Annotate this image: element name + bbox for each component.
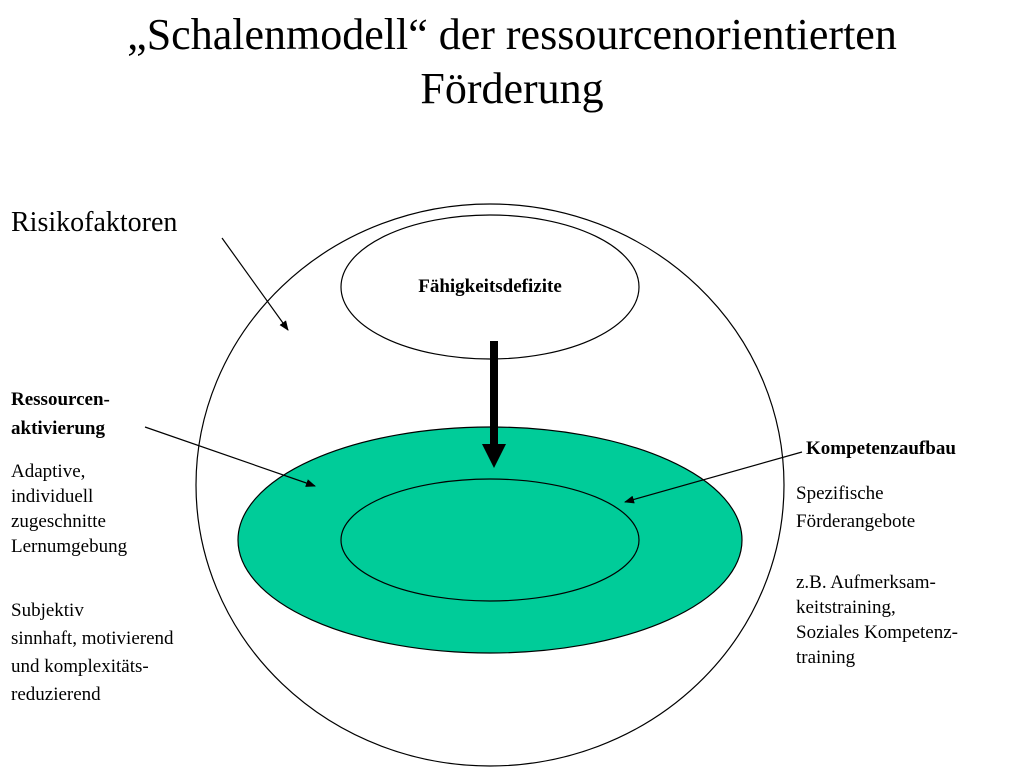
example-trainings-text: z.B. Aufmerksam- keitstraining, Soziales… — [796, 570, 958, 670]
slide-title-line-1: „Schalenmodell“ der ressourcenorientiert… — [127, 10, 897, 59]
adaptive-environment-text: Adaptive, individuell zugeschnitte Lernu… — [11, 459, 127, 559]
resource-activation-label: Ressourcen- aktivierung — [11, 385, 110, 443]
adaptive-text-line: zugeschnitte — [11, 511, 106, 532]
competence-building-label: Kompetenzaufbau — [806, 438, 956, 459]
down-arrow — [482, 341, 506, 468]
adaptive-text-line: individuell — [11, 486, 94, 507]
subjective-text-line: reduzierend — [11, 684, 101, 705]
example-trainings-line: keitstraining, — [796, 597, 896, 618]
adaptive-text-line: Lernumgebung — [11, 536, 128, 557]
example-trainings-line: Soziales Kompetenz- — [796, 622, 958, 643]
outer-shell-risk-factors — [195, 203, 785, 767]
example-trainings-line: training — [796, 647, 856, 668]
subjective-text-line: und komplexitäts- — [11, 656, 149, 677]
subjective-text-line: sinnhaft, motivierend — [11, 628, 174, 649]
risk-factors-label: Risikofaktoren — [11, 207, 178, 238]
example-trainings-line: z.B. Aufmerksam- — [796, 572, 936, 593]
specific-offers-line: Förderangebote — [796, 511, 916, 532]
subjective-text-line: Subjektiv — [11, 600, 84, 621]
resource-activation-label-line: aktivierung — [11, 418, 105, 439]
specific-offers-text: Spezifische Förderangebote — [796, 480, 915, 536]
slide-title: „Schalenmodell“ der ressourcenorientiert… — [0, 8, 1024, 116]
competence-pointer — [624, 451, 803, 504]
deficits-label: Fähigkeitsdefizite — [418, 276, 562, 297]
subjective-meaning-text: Subjektiv sinnhaft, motivierend und komp… — [11, 597, 174, 709]
slide-title-line-2: Förderung — [420, 64, 604, 113]
specific-offers-line: Spezifische — [796, 483, 884, 504]
resource-activation-label-line: Ressourcen- — [11, 389, 110, 410]
adaptive-text-line: Adaptive, — [11, 461, 86, 482]
competence-core-ellipse — [340, 478, 640, 602]
risk-factors-pointer — [221, 237, 289, 331]
resource-activation-pointer — [144, 426, 316, 487]
